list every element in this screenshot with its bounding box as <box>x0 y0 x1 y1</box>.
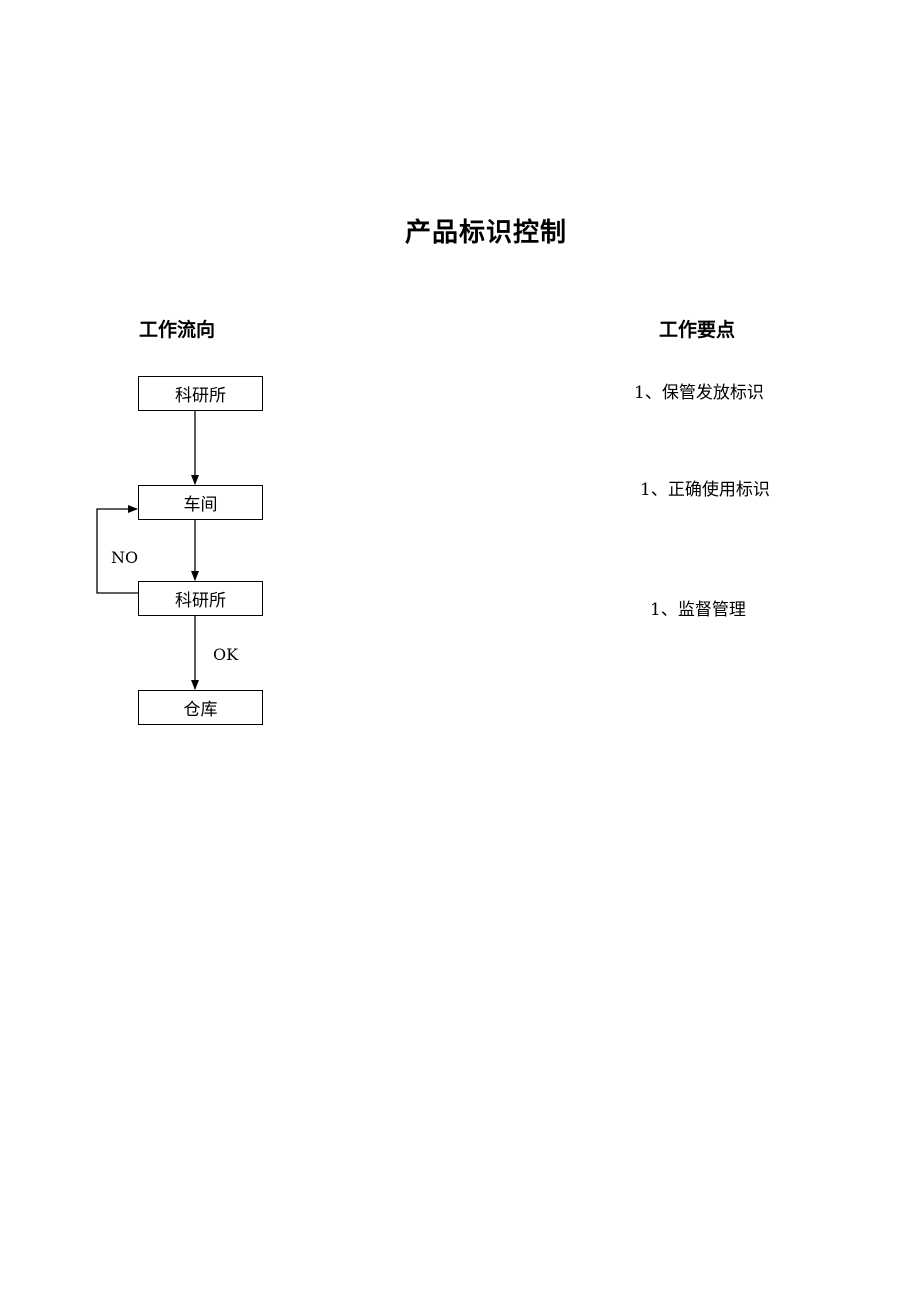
flow-step-warehouse: 仓库 <box>138 690 263 725</box>
flow-step-research-institute-check: 科研所 <box>138 581 263 616</box>
work-point-3: 1、监督管理 <box>650 600 746 620</box>
flow-heading: 工作流向 <box>139 319 216 341</box>
flow-step-research-institute: 科研所 <box>138 376 263 411</box>
page-title: 产品标识控制 <box>404 218 567 248</box>
no-label: NO <box>111 548 139 567</box>
points-heading: 工作要点 <box>659 319 736 341</box>
ok-label: OK <box>213 645 239 664</box>
work-point-1: 1、保管发放标识 <box>634 383 764 403</box>
work-point-2: 1、正确使用标识 <box>640 480 770 500</box>
flow-step-workshop: 车间 <box>138 485 263 520</box>
